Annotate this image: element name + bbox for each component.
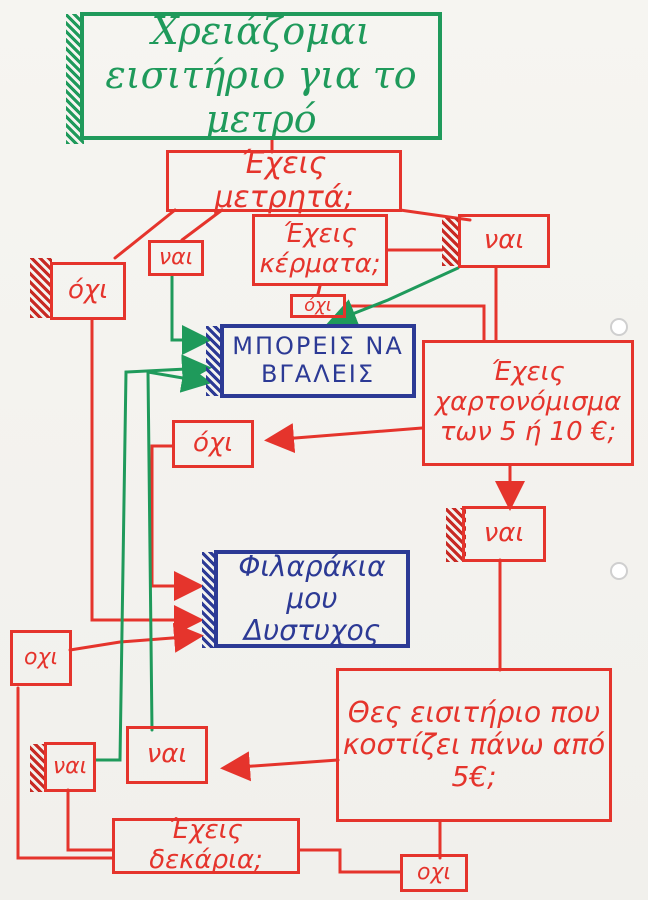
- question-tenners-box: Έχεις δεκάρια;: [112, 815, 300, 875]
- result-ok-box: ΜΠΟΡΕΙΣ ΝΑ ΒΓΑΛΕΙΣ: [220, 324, 416, 398]
- punch-hole: [610, 562, 628, 580]
- link-coins-no: [316, 284, 322, 296]
- answer-no-left-text: όχι: [67, 275, 109, 306]
- start-box: Χρειάζομαι εισιτήριο για το μετρό: [80, 9, 442, 141]
- result-bad-text: Φιλαράκια μου Δυστυχος: [238, 549, 386, 648]
- result-ok-text: ΜΠΟΡΕΙΣ ΝΑ ΒΓΑΛΕΙΣ: [232, 332, 404, 388]
- answer-yes-right-shading: [442, 218, 460, 266]
- question-ticket-box: Θες εισιτήριο που κοστίζει πάνω από 5€;: [336, 668, 612, 822]
- question-note-box: Έχεις χαρτονόμισμα των 5 ή 10 €;: [422, 340, 634, 466]
- answer-yes-small-box: ναι: [148, 240, 204, 276]
- answer-yes-farleft-box: ναι: [44, 742, 96, 792]
- result-bad-box: Φιλαράκια μου Δυστυχος: [214, 550, 410, 648]
- link-farno-bad: [68, 622, 204, 653]
- answer-yes-note-box: ναι: [462, 506, 546, 562]
- link-yes-ok: [170, 274, 212, 355]
- answer-no-left-box: όχι: [50, 262, 126, 320]
- answer-no-bottom-box: οχι: [400, 854, 468, 892]
- link-farnai-ok: [94, 354, 212, 762]
- answer-no-mid-text: όχι: [192, 428, 234, 459]
- link-card-no: [113, 208, 177, 260]
- link-noteno-bad: [150, 444, 204, 601]
- result-ok-shading: [206, 326, 222, 396]
- answer-yes-right-box: ναι: [458, 214, 550, 268]
- link-euros-no: [16, 686, 114, 860]
- answer-yes-small-text: ναι: [158, 245, 194, 271]
- start-box-shading: [66, 14, 84, 144]
- answer-yes-note-text: ναι: [483, 518, 525, 549]
- question-ticket-text: Θες εισιτήριο που κοστίζει πάνω από 5€;: [342, 695, 606, 794]
- answer-yes-right-text: ναι: [483, 225, 525, 256]
- answer-no-coins-box: όχι: [290, 294, 346, 318]
- link-yes2-ok: [326, 266, 460, 328]
- link-coinsno-note: [344, 304, 486, 342]
- answer-no-farleft-text: οχι: [24, 645, 58, 671]
- question-cash-text: Έχεις μετρητά;: [214, 145, 354, 215]
- question-coins-box: Έχεις κέρματα;: [252, 214, 388, 286]
- link-no-euros: [298, 848, 402, 874]
- answer-yes-note-shading: [446, 508, 466, 562]
- answer-yes-farleft-text: ναι: [52, 754, 88, 780]
- question-note-text: Έχεις χαρτονόμισμα των 5 ή 10 €;: [434, 357, 622, 447]
- link-note-no: [264, 423, 424, 454]
- link-card-yes-small: [180, 208, 224, 242]
- start-text: Χρειάζομαι εισιτήριο για το μετρό: [105, 9, 417, 141]
- question-coins-text: Έχεις κέρματα;: [259, 219, 381, 279]
- punch-hole: [610, 318, 628, 336]
- answer-yes-ticket-box: ναι: [126, 726, 208, 784]
- question-tenners-text: Έχεις δεκάρια;: [149, 815, 263, 875]
- link-ticketyes-ok: [146, 363, 212, 732]
- answer-no-bottom-text: οχι: [417, 860, 451, 886]
- link-euros-yes: [66, 788, 114, 852]
- link-ticket-yes: [220, 751, 340, 782]
- answer-no-coins-text: όχι: [304, 294, 332, 316]
- link-no-bad: [90, 318, 204, 635]
- answer-no-mid-box: όχι: [172, 420, 254, 468]
- answer-yes-farleft-shading: [30, 744, 46, 792]
- answer-no-left-shading: [30, 258, 52, 318]
- answer-yes-ticket-text: ναι: [146, 739, 188, 770]
- question-cash-box: Έχεις μετρητά;: [166, 146, 402, 215]
- answer-no-farleft-box: οχι: [10, 630, 72, 686]
